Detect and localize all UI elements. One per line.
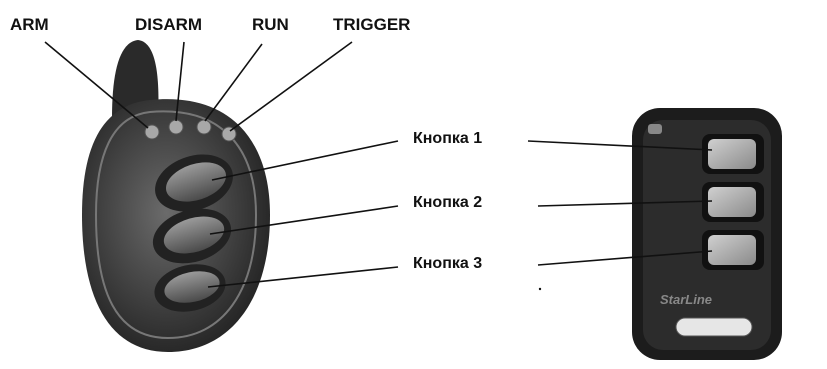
label-arm: ARM — [10, 15, 49, 34]
label-trigger: TRIGGER — [333, 15, 411, 34]
led-run — [196, 119, 212, 135]
led-disarm — [168, 119, 184, 135]
label-disarm: DISARM — [135, 15, 203, 34]
leader-disarm — [175, 41, 185, 122]
brand-logo: StarLine — [660, 292, 713, 307]
label-button-1: Кнопка 1 — [413, 130, 483, 147]
label-button-3: Кнопка 3 — [413, 255, 483, 272]
leader-arm — [44, 41, 149, 129]
leader-button-2-right — [537, 200, 713, 207]
leader-trigger — [229, 41, 353, 132]
leader-button-1-left — [211, 140, 399, 181]
left-remote — [82, 40, 270, 352]
led-trigger — [221, 126, 237, 142]
right-remote — [632, 108, 782, 360]
leader-lines — [44, 41, 713, 288]
antenna — [112, 40, 159, 120]
leader-button-3-left — [207, 266, 399, 288]
label-button-2: Кнопка 2 — [413, 194, 483, 211]
label-run: RUN — [252, 15, 289, 34]
slot — [675, 317, 753, 337]
leader-run — [204, 43, 263, 122]
led-arm — [144, 124, 160, 140]
leader-button-1-right — [527, 140, 713, 151]
leader-button-3-right — [537, 250, 713, 266]
leader-button-2-left — [209, 205, 399, 235]
